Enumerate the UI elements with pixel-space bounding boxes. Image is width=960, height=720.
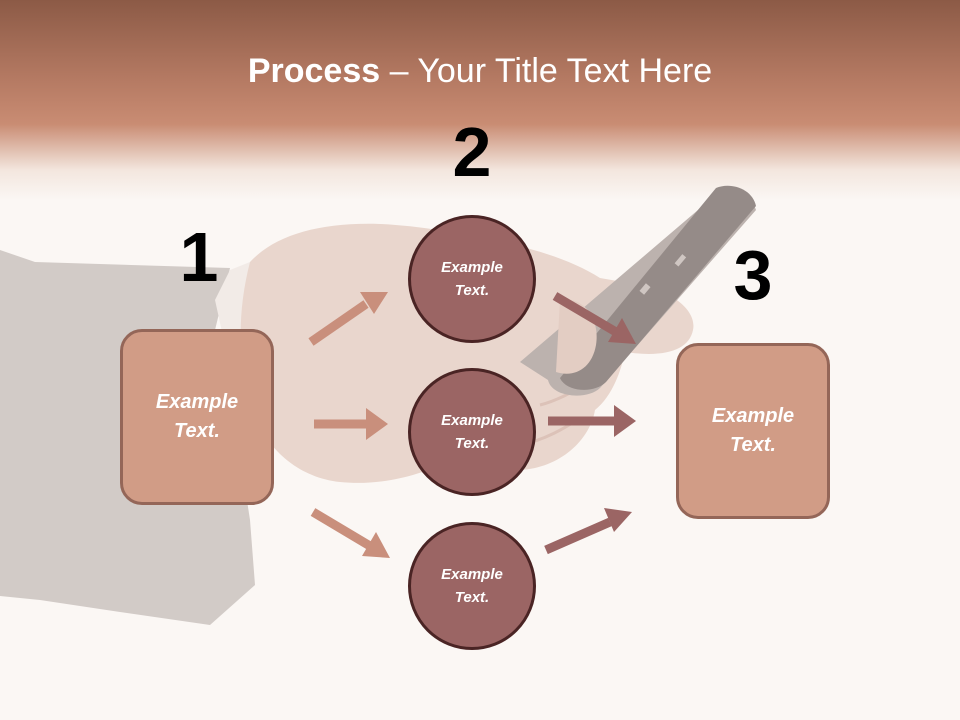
circle-middle-label: Example Text.	[441, 412, 503, 452]
step-number-1: 1	[179, 218, 219, 296]
arrow-box-to-top-circle	[308, 292, 388, 346]
arrow-box-to-middle-circle	[314, 408, 388, 440]
title-bold: Process	[247, 52, 381, 90]
step-1-box: Example Text.	[120, 329, 274, 505]
step-number-3: 3	[733, 236, 773, 314]
step-3-label: Example Text.	[711, 405, 795, 456]
arrow-top-circle-to-box	[552, 292, 636, 344]
circle-bottom-label: Example Text.	[441, 566, 503, 606]
circle-bottom: Example Text.	[408, 522, 536, 650]
circle-middle: Example Text.	[408, 368, 536, 496]
step-number-2: 2	[452, 113, 492, 191]
circle-top-label: Example Text.	[441, 259, 503, 299]
title-rest: – Your Title Text Here	[380, 52, 713, 90]
step-1-label: Example Text.	[155, 391, 239, 442]
arrow-box-to-bottom-circle	[310, 508, 390, 558]
header-band	[0, 0, 960, 200]
arrow-middle-circle-to-box	[548, 405, 636, 437]
step-3-box: Example Text.	[676, 343, 830, 519]
arrow-bottom-circle-to-box	[544, 508, 632, 555]
slide-title: Process – Your Title Text Here	[0, 52, 960, 91]
circle-top: Example Text.	[408, 215, 536, 343]
